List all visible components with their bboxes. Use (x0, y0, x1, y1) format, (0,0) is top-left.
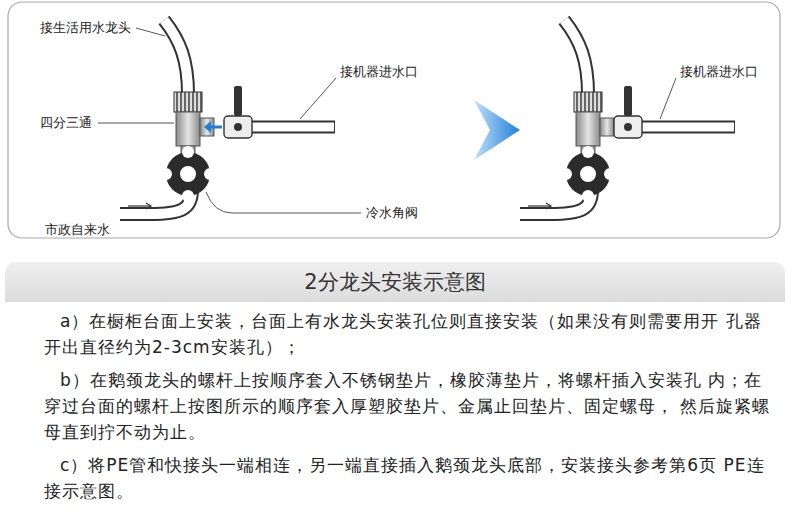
ball-valve (614, 86, 642, 138)
instruction-paragraph: a）在橱柜台面上安装，台面上有水龙头安装孔位则直接安装（如果没有则需要用开 孔器… (44, 308, 774, 360)
instruction-paragraph: b）在鹅颈龙头的螺杆上按顺序套入不锈钢垫片，橡胶薄垫片，将螺杆插入安装孔 内；在… (44, 367, 774, 445)
leader-line (660, 78, 676, 119)
connect-arrow (204, 121, 211, 133)
left-fitting (120, 20, 216, 214)
leader-line (206, 192, 361, 213)
title: 2分龙头安装示意图 (0, 267, 790, 297)
pe-tube (634, 121, 735, 134)
panel-border (8, 2, 780, 238)
pe-tube (252, 123, 334, 132)
part-label: 接机器进水口 (340, 64, 418, 80)
part-label: 市政自来水 (45, 222, 110, 238)
part-label: 接生活用水龙头 (40, 20, 131, 36)
instruction-paragraph: c）将PE管和快接头一端相连，另一端直接插入鹅颈龙头底部，安装接头参考第6页 P… (44, 452, 774, 504)
pe-tube (252, 121, 335, 134)
right-fitting (520, 20, 616, 214)
leader-line (136, 28, 165, 36)
part-label: 接机器进水口 (680, 64, 758, 80)
part-label: 四分三通 (40, 115, 92, 131)
step-arrow (474, 100, 520, 160)
part-label: 冷水角阀 (366, 205, 418, 221)
leader-line (300, 78, 336, 119)
ball-valve (224, 86, 252, 138)
pe-tube (634, 123, 734, 132)
leader-line (98, 123, 174, 124)
